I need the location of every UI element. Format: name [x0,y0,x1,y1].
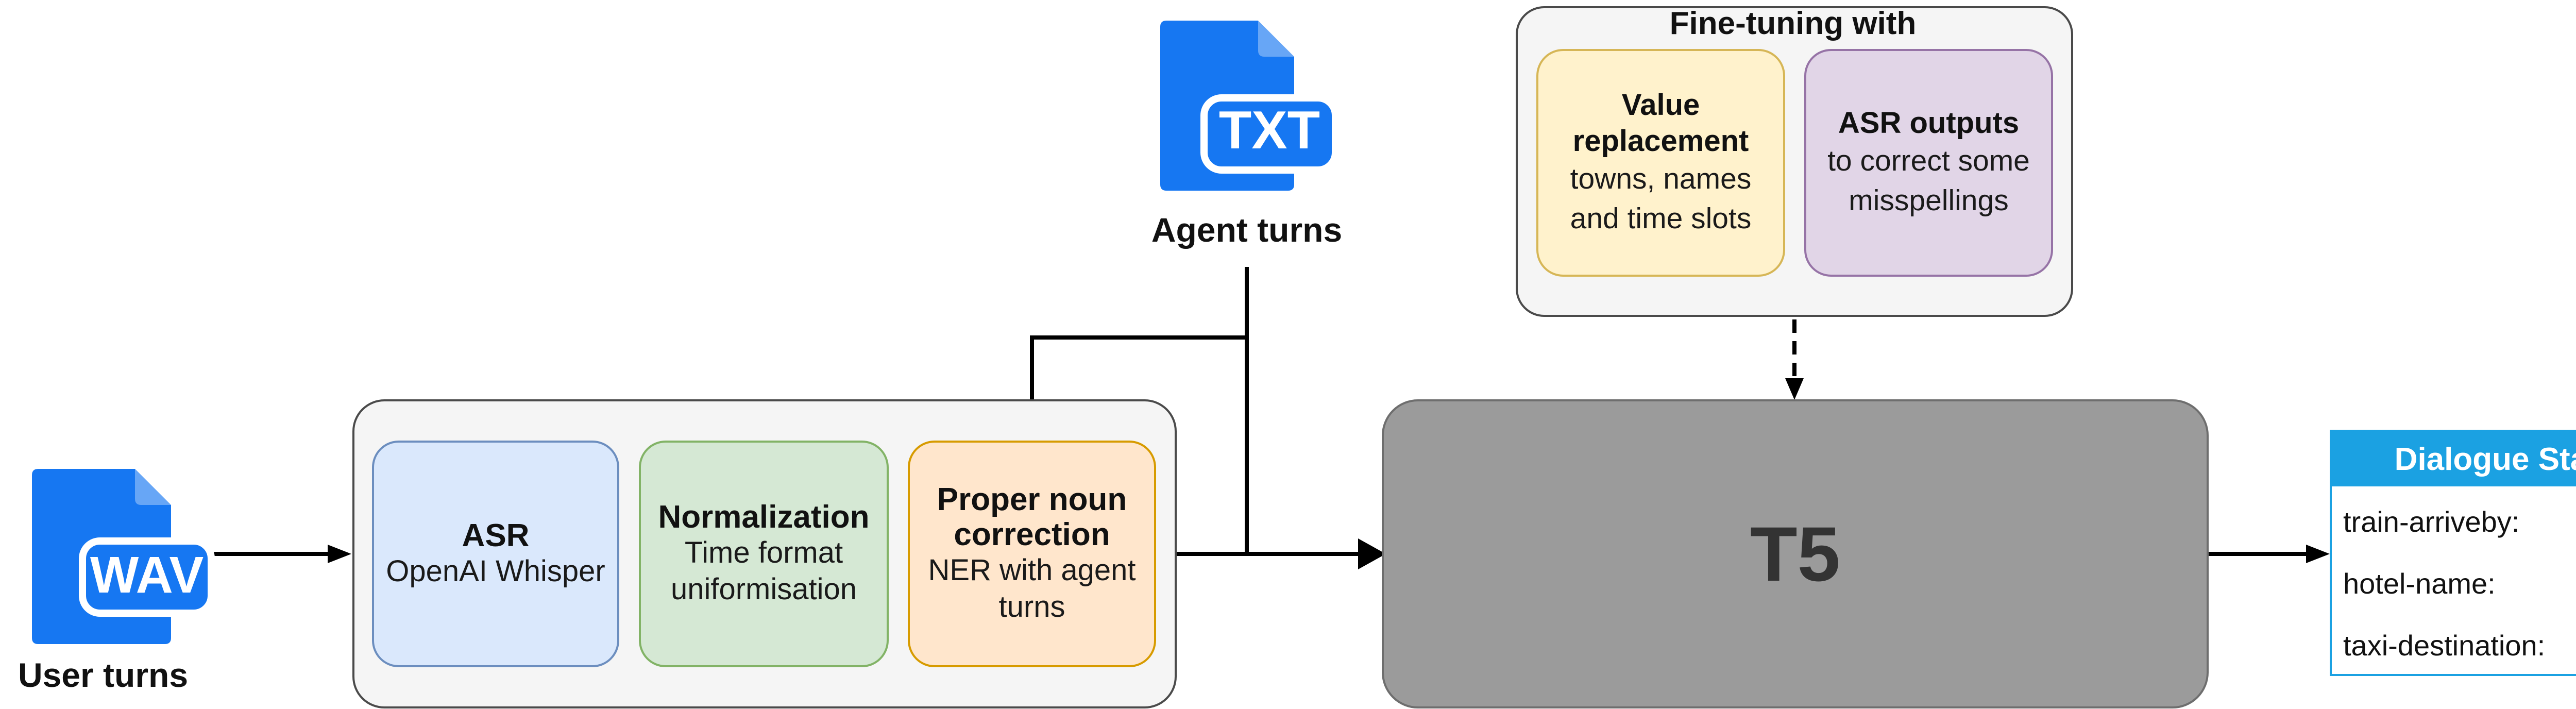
slot-hotel-name: hotel-name: [2343,567,2496,600]
value-replacement-title-line1: Value [1621,88,1700,122]
finetuning-title: Fine-tuning with [1669,6,1917,41]
arrow-agent-to-t5 [1245,267,1360,556]
value-replacement-subtitle-line1: towns, names [1570,162,1752,195]
asr-box: ASR OpenAI Whisper [372,441,619,667]
proper-noun-subtitle-line2: turns [998,590,1065,624]
wav-file-icon: WAV [32,469,223,644]
proper-noun-title-line1: Proper noun [937,482,1127,518]
proper-noun-title-line2: correction [954,517,1110,553]
arrow-agent-to-proper-noun [1030,335,1247,425]
arrowhead-finetuning [1785,378,1804,400]
slot-taxi-destination: taxi-destination: [2343,629,2546,662]
arrowhead-t5 [1358,538,1386,569]
proper-noun-correction-box: Proper noun correction NER with agent tu… [908,441,1156,667]
normalization-subtitle-line2: uniformisation [670,572,857,606]
normalization-subtitle-line1: Time format [684,536,843,570]
txt-file-icon: TXT [1160,21,1341,191]
asr-outputs-box: ASR outputs to correct some misspellings [1804,49,2053,277]
asr-subtitle: OpenAI Whisper [386,554,605,588]
arrowhead-dialogue-state [2306,545,2330,563]
value-replacement-subtitle-line2: and time slots [1570,201,1752,235]
proper-noun-subtitle-line1: NER with agent [928,553,1136,587]
normalization-box: Normalization Time format uniformisation [639,441,889,667]
normalization-title: Normalization [658,499,870,535]
user-turns-label: User turns [18,656,189,694]
arrowhead-pipeline [328,545,351,563]
svg-text:WAV: WAV [90,546,204,604]
value-replacement-title-line2: replacement [1572,124,1749,158]
asr-outputs-title: ASR outputs [1838,106,2020,140]
value-replacement-box: Value replacement towns, names and time … [1536,49,1785,277]
t5-label: T5 [1750,510,1841,597]
asr-outputs-subtitle-line2: misspellings [1849,183,2009,217]
asr-title: ASR [462,517,530,553]
t5-model-box: T5 [1382,399,2209,708]
svg-text:TXT: TXT [1219,100,1320,160]
dialogue-state-header: Dialogue State [2332,432,2576,486]
slot-train-arriveby: train-arriveby: [2343,505,2520,538]
agent-turns-label: Agent turns [1151,211,1343,249]
dialogue-state-panel: Dialogue State train-arriveby: hotel-nam… [2330,430,2576,676]
asr-outputs-subtitle-line1: to correct some [1827,144,2030,177]
